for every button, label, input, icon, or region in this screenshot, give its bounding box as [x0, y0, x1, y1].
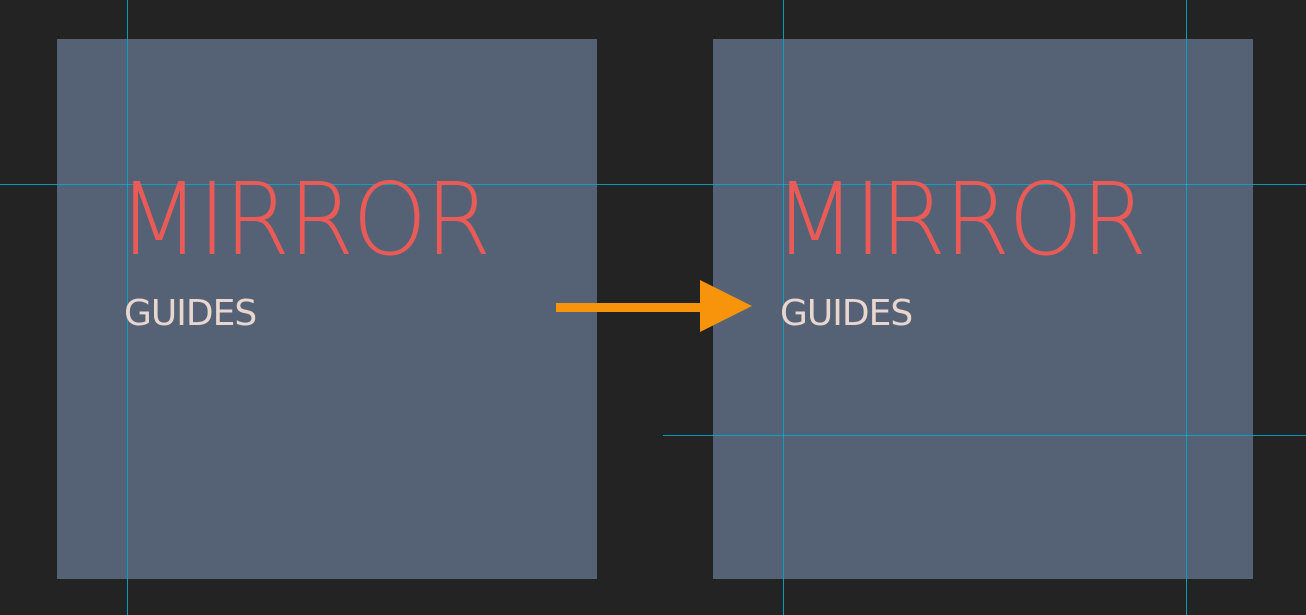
left-vertical-guide[interactable] — [127, 0, 128, 615]
horizontal-guide-top[interactable] — [0, 184, 1306, 185]
right-vertical-guide[interactable] — [1186, 0, 1187, 615]
left-artboard[interactable] — [57, 39, 597, 579]
horizontal-guide-bottom[interactable] — [663, 435, 1306, 436]
left-subtitle[interactable]: GUIDES — [124, 293, 257, 334]
mirrored-vertical-guide[interactable] — [783, 0, 784, 615]
right-artboard[interactable] — [713, 39, 1253, 579]
right-title[interactable]: MIRROR — [774, 161, 1147, 278]
left-title[interactable]: MIRROR — [118, 161, 491, 278]
right-subtitle[interactable]: GUIDES — [780, 293, 913, 334]
arrow-right-icon — [556, 280, 752, 332]
